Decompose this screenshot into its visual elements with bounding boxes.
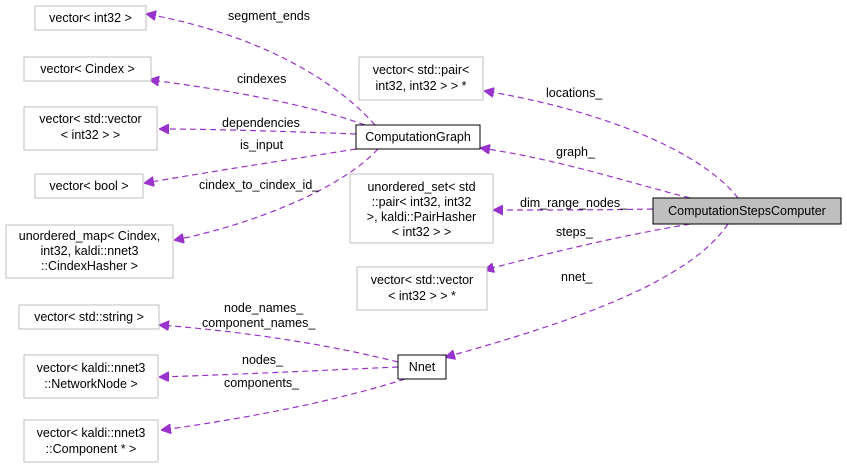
node-label: vector< Cindex > [40, 62, 135, 76]
node-vector-std-vector-int32-ptr[interactable]: vector< std::vector < int32 > > * [356, 266, 488, 311]
edges [145, 14, 739, 430]
node-vector-std-vector-int32[interactable]: vector< std::vector < int32 > > [23, 106, 158, 151]
edge-labels: segment_ends cindexes dependencies is_in… [199, 9, 628, 390]
edge-cindex-to-cindex-id [175, 148, 379, 240]
node-label: Nnet [409, 360, 436, 374]
edge-label-segment-ends: segment_ends [228, 9, 310, 23]
edge-locations [485, 91, 739, 199]
node-label-line-1: unordered_set< std [367, 180, 475, 194]
edge-label-locations: locations_ [546, 86, 603, 100]
node-label-line-2: ::NetworkNode > [44, 377, 137, 391]
edge-label-graph: graph_ [556, 145, 596, 159]
edge-label-nnet: nnet_ [561, 270, 593, 284]
edge-cindexes [150, 80, 366, 126]
node-unordered-map-cindex[interactable]: unordered_map< Cindex, int32, kaldi::nne… [5, 224, 174, 279]
node-label: ComputationStepsComputer [668, 204, 826, 218]
node-vector-int32[interactable]: vector< int32 > [34, 5, 147, 31]
edge-label-nodes: nodes_ [242, 353, 284, 367]
node-vector-string[interactable]: vector< std::string > [18, 304, 160, 330]
node-label-line-2: < int32 > > [61, 128, 120, 142]
node-label-line-1: vector< std::vector [39, 112, 141, 126]
node-label-line-4: < int32 > > [392, 225, 451, 239]
node-label: vector< int32 > [49, 11, 132, 25]
edge-label-node-names: node_names_ [224, 301, 304, 315]
edge-label-cindexes: cindexes [237, 72, 286, 86]
node-vector-pair-ptr[interactable]: vector< std::pair< int32, int32 > > * [358, 56, 484, 101]
node-computation-graph[interactable]: ComputationGraph [355, 124, 481, 150]
node-label-line-1: vector< kaldi::nnet3 [37, 426, 146, 440]
edge-dependencies [160, 129, 357, 135]
node-computation-steps-computer[interactable]: ComputationStepsComputer [652, 197, 842, 225]
node-label-line-2: int32, int32 > > * [375, 79, 466, 93]
node-label-line-2: ::Component * > [46, 442, 137, 456]
edge-dim-range-nodes [494, 209, 654, 210]
edge-label-components: components_ [224, 376, 300, 390]
node-vector-component-ptr[interactable]: vector< kaldi::nnet3 ::Component * > [23, 419, 159, 463]
node-unordered-set-pair[interactable]: unordered_set< std ::pair< int32, int32 … [349, 173, 494, 244]
edge-label-component-names: component_names_ [202, 316, 316, 330]
edge-nodes [160, 366, 399, 377]
node-label-line-2: ::pair< int32, int32 [372, 195, 472, 209]
edge-components [162, 378, 406, 430]
node-label-line-1: vector< std::vector [371, 273, 473, 287]
node-vector-network-node[interactable]: vector< kaldi::nnet3 ::NetworkNode > [23, 354, 159, 399]
node-label-line-1: vector< kaldi::nnet3 [37, 361, 146, 375]
node-label-line-1: vector< std::pair< [373, 63, 470, 77]
node-label-line-2: < int32 > > * [388, 289, 456, 303]
edge-label-is-input: is_input [240, 138, 284, 152]
node-vector-cindex[interactable]: vector< Cindex > [23, 56, 152, 82]
edge-steps [485, 223, 691, 270]
edge-graph [481, 148, 691, 199]
node-label-line-3: >, kaldi::PairHasher [367, 210, 476, 224]
edge-is-input [145, 148, 357, 183]
node-label: ComputationGraph [365, 130, 471, 144]
node-nnet[interactable]: Nnet [397, 354, 447, 380]
node-label: vector< bool > [49, 179, 128, 193]
node-label-line-1: unordered_map< Cindex, [19, 229, 160, 243]
edge-label-dependencies: dependencies [222, 116, 300, 130]
node-label-line-2: int32, kaldi::nnet3 [41, 244, 139, 258]
edge-node-names [160, 325, 399, 363]
edge-label-steps: steps_ [556, 225, 594, 239]
node-label: vector< std::string > [34, 310, 144, 324]
edge-segment-ends [147, 14, 376, 126]
edge-label-cindex-to-cindex-id: cindex_to_cindex_id_ [199, 178, 320, 192]
edge-nnet [446, 223, 729, 357]
node-vector-bool[interactable]: vector< bool > [34, 173, 144, 199]
edge-label-dim-range-nodes: dim_range_nodes_ [520, 196, 628, 210]
node-label-line-3: ::CindexHasher > [41, 259, 138, 273]
